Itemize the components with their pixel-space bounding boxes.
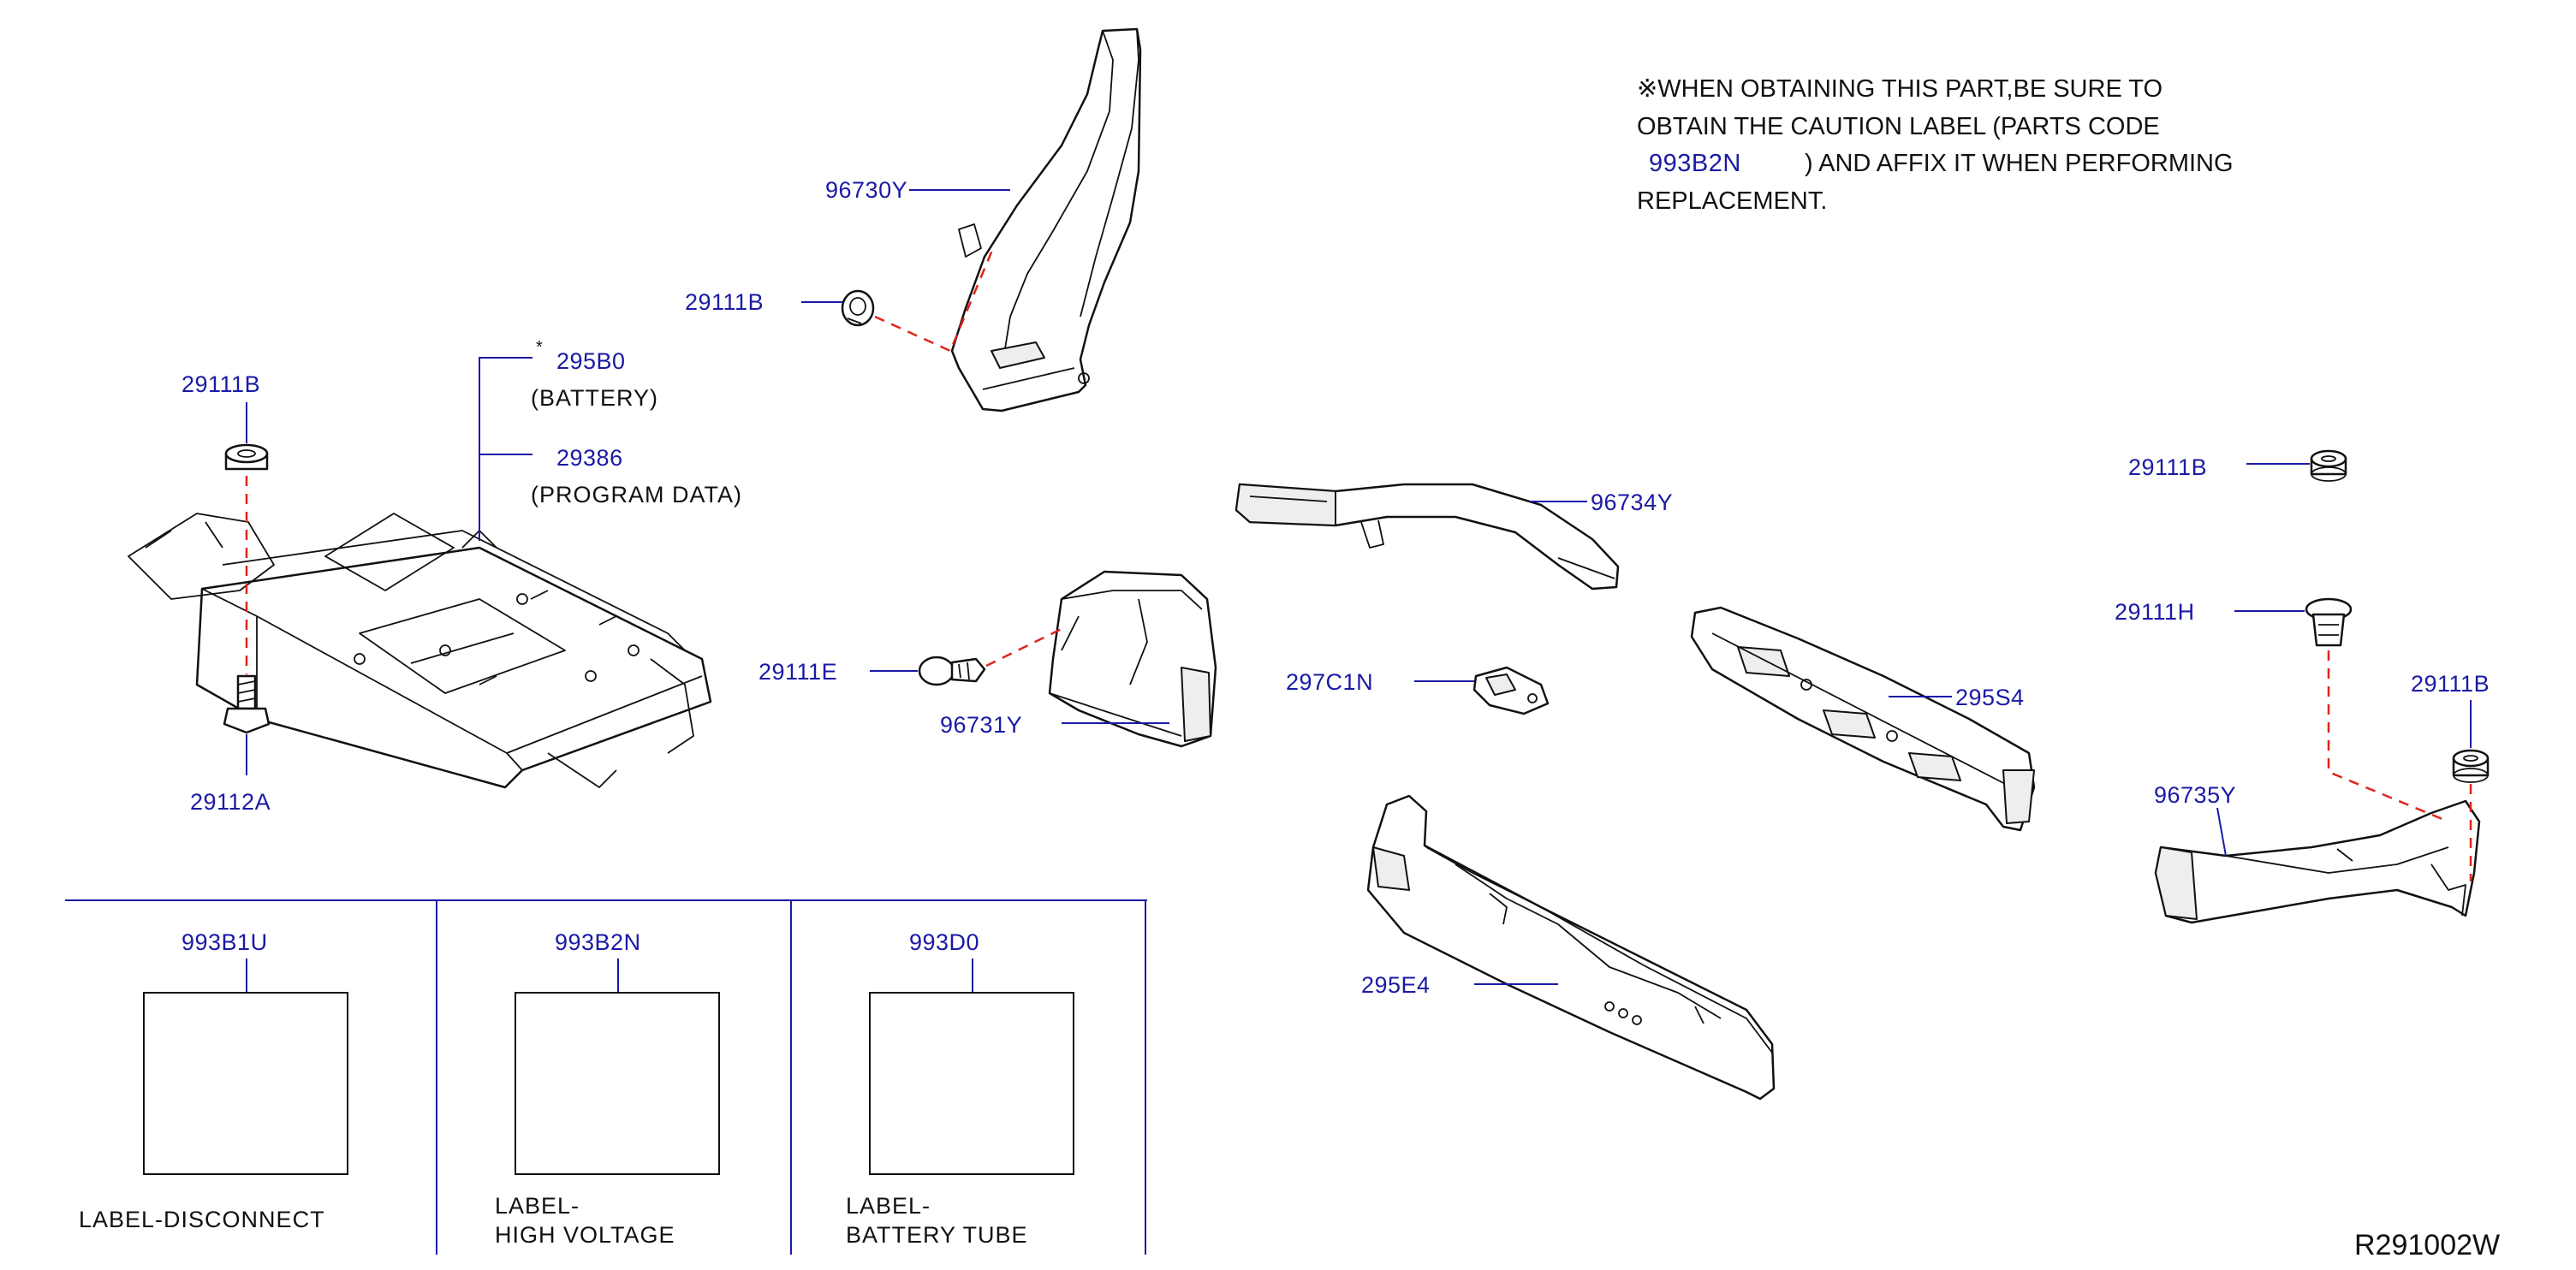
callout-96731y[interactable]: 96731Y [940, 712, 1022, 738]
note-part-code[interactable]: 993B2N [1649, 150, 1741, 177]
label-desc-993b2n-2: HIGH VOLTAGE [495, 1222, 675, 1248]
callout-295s4[interactable]: 295S4 [1955, 685, 2025, 710]
callout-29386-desc: (PROGRAM DATA) [531, 482, 742, 507]
label-box-993d0 [869, 992, 1074, 1175]
battery-assembly-drawing [128, 513, 712, 789]
diagram-reference-code: R291002W [2354, 1229, 2500, 1261]
callout-29111b-far[interactable]: 29111B [2411, 671, 2490, 697]
label-code-993b2n[interactable]: 993B2N [555, 929, 641, 955]
tray-295e4-drawing [1366, 794, 1776, 1101]
duct-96735y-drawing [2154, 799, 2481, 924]
grommet-29111b-top-drawing [841, 289, 875, 327]
label-desc-993b2n-1: LABEL- [495, 1193, 580, 1219]
callout-29111b-left[interactable]: 29111B [181, 371, 260, 397]
label-table [65, 899, 1147, 1255]
label-box-993b1u [143, 992, 348, 1175]
callout-29112a[interactable]: 29112A [190, 789, 271, 815]
grommet-29111b-right-drawing [2310, 449, 2347, 482]
callout-295b0-mark: * [536, 338, 544, 357]
note-line-2: OBTAIN THE CAUTION LABEL (PARTS CODE [1637, 113, 2160, 140]
callout-29111b-top[interactable]: 29111B [685, 289, 764, 315]
label-desc-993d0-1: LABEL- [846, 1193, 931, 1219]
note-line-1: ※WHEN OBTAINING THIS PART,BE SURE TO [1637, 75, 2163, 103]
label-cell-993b1u: 993B1U LABEL-DISCONNECT [79, 929, 348, 1232]
callout-29386[interactable]: 29386 [556, 445, 623, 471]
leader-295b0 [479, 357, 532, 541]
callout-96734y[interactable]: 96734Y [1591, 490, 1673, 515]
note-line-4: REPLACEMENT. [1637, 187, 1827, 215]
duct-96734y-drawing [1234, 483, 1620, 590]
note-line-3: ) AND AFFIX IT WHEN PERFORMING [1805, 150, 2234, 177]
clip-29111h-drawing [2305, 597, 2353, 647]
callout-297c1n[interactable]: 297C1N [1286, 669, 1373, 695]
callout-29111h[interactable]: 29111H [2115, 599, 2195, 625]
callout-29111e[interactable]: 29111E [759, 659, 837, 685]
caution-note: ※WHEN OBTAINING THIS PART,BE SURE TO OBT… [1637, 75, 2234, 215]
grommet-29111b-far-drawing [2452, 749, 2490, 783]
label-code-993d0[interactable]: 993D0 [909, 929, 979, 955]
duct-96730y-drawing [950, 27, 1142, 412]
callout-295b0-desc: (BATTERY) [531, 385, 658, 411]
bracket-295s4-drawing [1690, 606, 2036, 832]
assembly-line-clip [985, 625, 1068, 668]
assembly-line-clip-h [2327, 650, 2449, 823]
callout-96730y[interactable]: 96730Y [825, 177, 907, 203]
bolt-29112a-drawing [223, 674, 271, 734]
label-box-993b2n [515, 992, 720, 1175]
clip-29111e-drawing [918, 656, 986, 686]
callout-295b0[interactable]: 295B0 [556, 348, 626, 374]
label-cell-993d0: 993D0 LABEL- BATTERY TUBE [846, 929, 1074, 1248]
assembly-line-duct [874, 247, 995, 353]
callout-96735y[interactable]: 96735Y [2154, 782, 2236, 808]
label-desc-993d0-2: BATTERY TUBE [846, 1222, 1028, 1248]
leader-96735y [2216, 807, 2227, 857]
label-desc-993b1u: LABEL-DISCONNECT [79, 1207, 325, 1232]
callout-29111b-right[interactable]: 29111B [2128, 454, 2207, 480]
duct-96731y-drawing [1048, 570, 1217, 748]
sensor-297c1n-drawing [1472, 666, 1550, 715]
label-cell-993b2n: 993B2N LABEL- HIGH VOLTAGE [495, 929, 720, 1248]
grommet-29111b-left-drawing [224, 443, 269, 471]
label-code-993b1u[interactable]: 993B1U [181, 929, 268, 955]
callout-295e4[interactable]: 295E4 [1361, 972, 1431, 998]
